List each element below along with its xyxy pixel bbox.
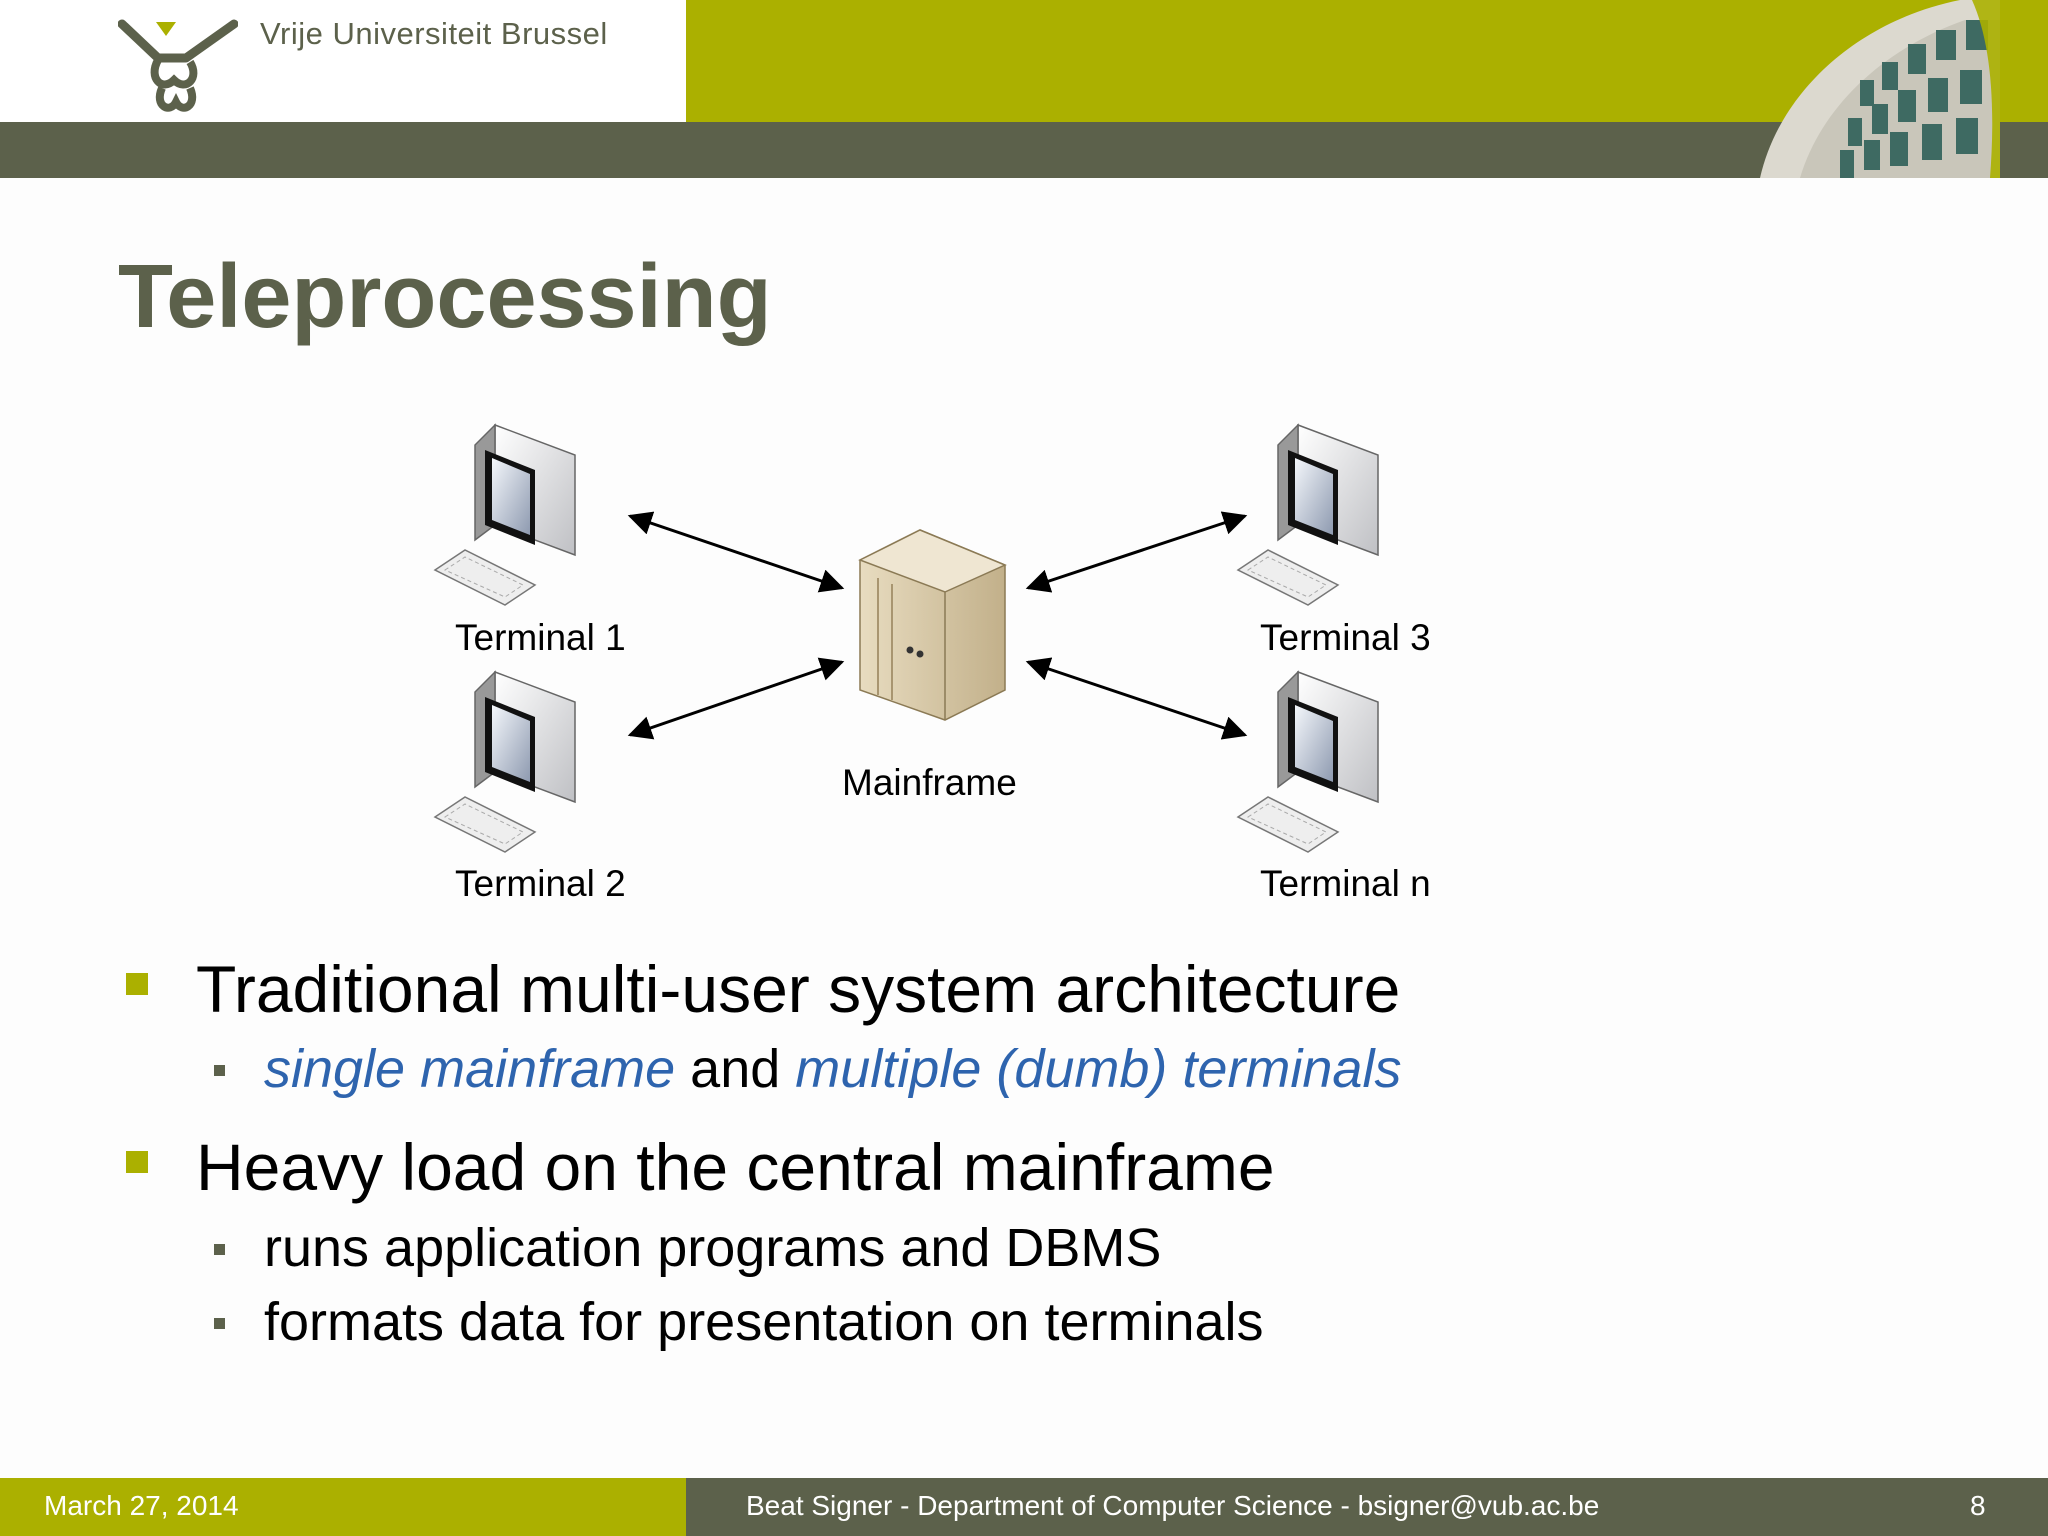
bullet-2-sub-1: runs application programs and DBMS: [264, 1218, 1162, 1278]
arrow-terminal1-mainframe: [627, 511, 845, 593]
header-logo-area: [0, 0, 686, 122]
terminal-1-label: Terminal 1: [455, 617, 626, 658]
terminal-2-label: Terminal 2: [455, 863, 626, 904]
terminal-3-label: Terminal 3: [1260, 617, 1431, 658]
footer-info-area: [686, 1478, 2048, 1536]
teleprocessing-diagram: Terminal 1 Terminal 2 Terminal 3 Termina…: [433, 423, 1431, 904]
arrow-terminal3-mainframe: [1025, 511, 1248, 593]
footer-author: Beat Signer - Department of Computer Sci…: [746, 1490, 1600, 1521]
bullet-marker: [126, 973, 148, 995]
mainframe-icon: [858, 529, 1007, 721]
arrow-terminaln-mainframe: [1025, 657, 1248, 740]
footer-date: March 27, 2014: [44, 1490, 239, 1521]
bullet-marker: [126, 1151, 148, 1173]
mainframe-label: Mainframe: [842, 762, 1017, 803]
header-band: [0, 122, 2048, 178]
sub-bullet-marker: [214, 1244, 225, 1255]
single-mainframe-term: single mainframe: [264, 1039, 676, 1099]
bullet-1-sub: single mainframe and multiple (dumb) ter…: [264, 1042, 1401, 1096]
sub-bullet-marker: [214, 1318, 225, 1329]
vub-logo-icon: [118, 19, 238, 112]
building-photo: [1760, 0, 2000, 178]
sub-bullet-marker: [214, 1065, 225, 1076]
bullet-2-sub-2: formats data for presentation on termina…: [264, 1292, 1264, 1352]
terminal-n-icon: [1236, 670, 1379, 853]
terminal-n-label: Terminal n: [1260, 863, 1431, 904]
page-number: 8: [1970, 1490, 1986, 1521]
bullet-2-text: Heavy load on the central mainframe: [196, 1130, 1275, 1204]
terminal-2-icon: [433, 670, 576, 853]
arrow-terminal2-mainframe: [627, 657, 845, 740]
university-name: Vrije Universiteit Brussel: [260, 16, 608, 51]
slide-title: Teleprocessing: [118, 247, 772, 347]
and-text: and: [675, 1039, 796, 1099]
multiple-terminals-term: multiple (dumb) terminals: [795, 1039, 1402, 1099]
footer-date-area: [0, 1478, 686, 1536]
terminal-3-icon: [1236, 423, 1379, 606]
bullet-1-text: Traditional multi-user system architectu…: [196, 952, 1401, 1026]
terminal-1-icon: [433, 423, 576, 606]
